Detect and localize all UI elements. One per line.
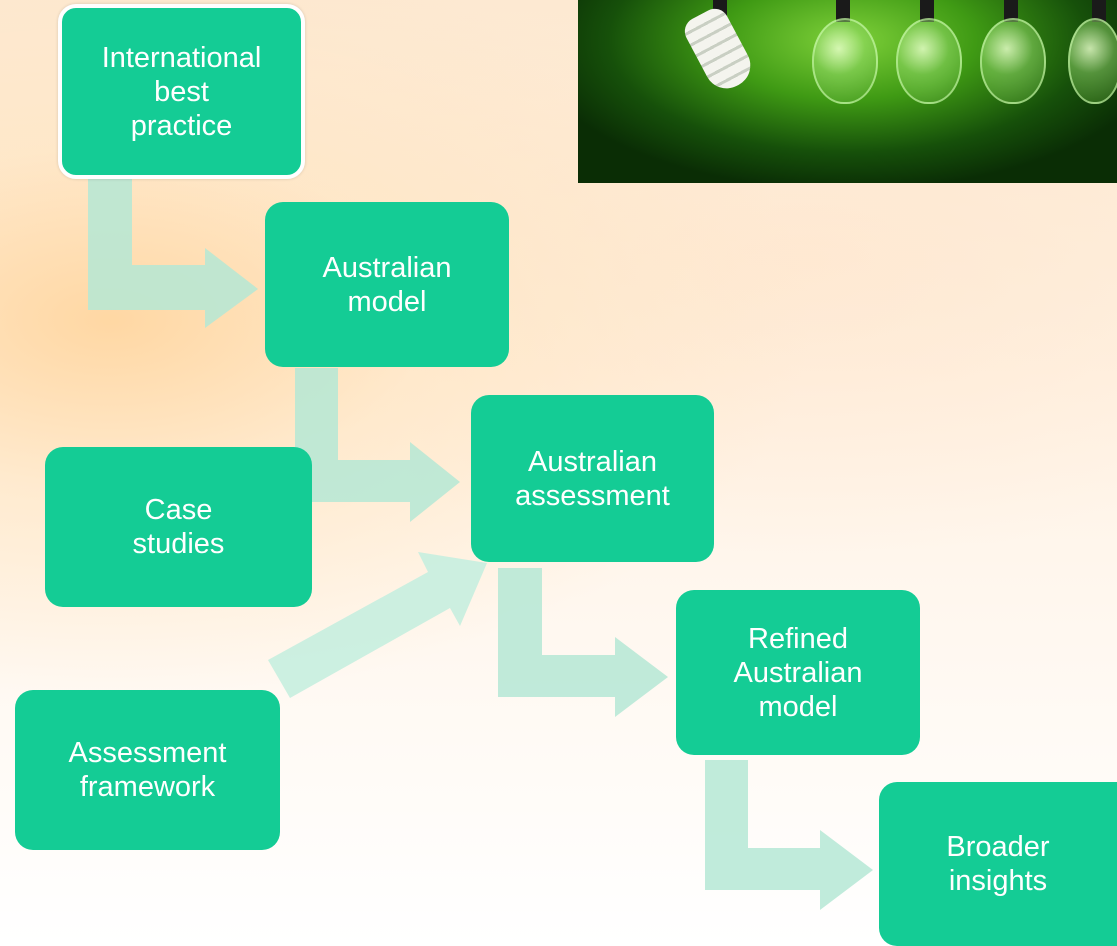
node-refined-australian-model: Refined Australian model xyxy=(676,590,920,755)
cord xyxy=(836,0,850,22)
node-international-best-practice: International best practice xyxy=(58,4,305,179)
arrow-model-to-assessment xyxy=(295,368,460,522)
light-bulbs-photo xyxy=(578,0,1117,183)
lightbulb-icon xyxy=(679,3,759,97)
arrow-refined-to-insights xyxy=(705,760,873,910)
arrow-international-to-model xyxy=(88,175,258,328)
node-assessment-framework: Assessment framework xyxy=(15,690,280,850)
node-australian-model: Australian model xyxy=(265,202,509,367)
node-australian-assessment: Australian assessment xyxy=(471,395,714,562)
cord xyxy=(1004,0,1018,22)
arrow-framework-to-assessment xyxy=(268,552,487,698)
lightbulb-icon xyxy=(980,18,1046,104)
lightbulb-icon xyxy=(896,18,962,104)
node-case-studies: Case studies xyxy=(45,447,312,607)
node-broader-insights: Broader insights xyxy=(879,782,1117,946)
lightbulb-icon xyxy=(812,18,878,104)
cord xyxy=(1092,0,1106,22)
arrow-assessment-to-refined xyxy=(498,568,668,717)
lightbulb-icon xyxy=(1068,18,1117,104)
cord xyxy=(920,0,934,22)
